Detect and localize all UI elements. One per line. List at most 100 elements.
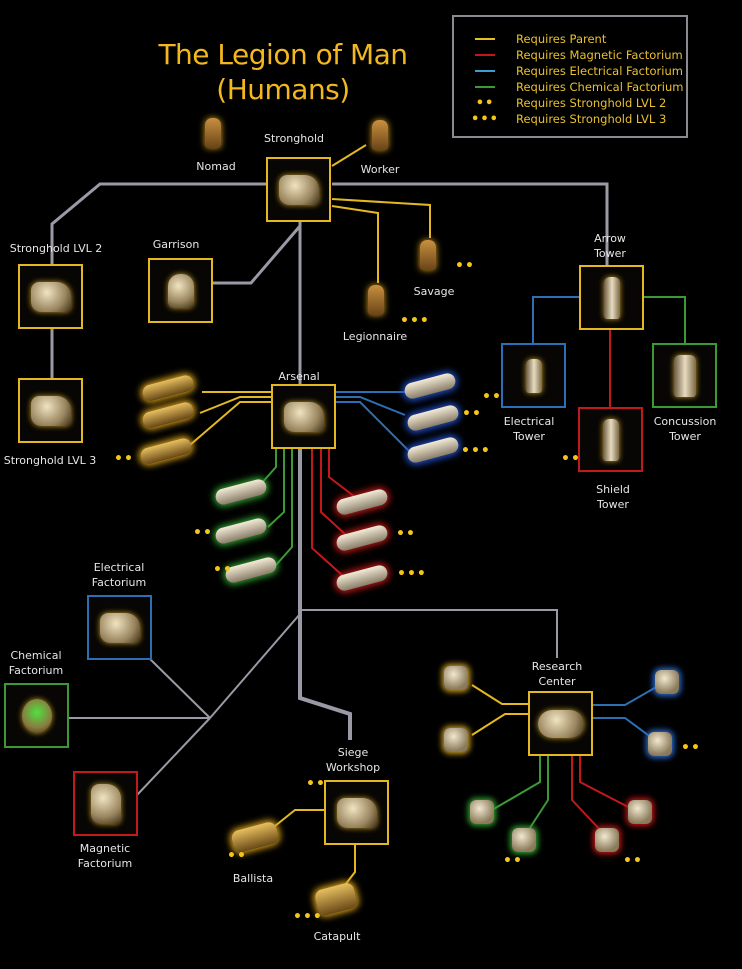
nomad-icon[interactable] [205,118,221,148]
legend-item-magnetic: Requires Magnetic Factorium [454,47,683,63]
label-line: Tower [597,498,629,511]
stronghold-label: Stronghold [263,132,325,145]
title-line-1: The Legion of Man [158,38,408,71]
lvl3-dots-icon: ••• [293,909,323,925]
legend-text: Requires Parent [516,32,607,46]
line-arsenal-item-g3 [275,448,293,566]
line-research [300,609,558,658]
line-arsenal-item-b3 [335,401,411,453]
label-line: Factorium [91,576,147,589]
line-arsenal-siege [298,448,352,740]
label-line: Workshop [325,761,381,774]
stronghold-lvl3-node[interactable] [18,378,83,443]
line-arsenal-item-g2 [267,448,285,528]
line-research-y2 [471,713,528,736]
line-research-g1 [491,755,541,811]
garrison-node[interactable] [148,258,213,323]
siege-workshop-icon [336,797,377,828]
label-line: Center [538,675,576,688]
lvl2-dots-icon: •• [462,406,482,422]
stronghold-lvl2-node[interactable] [18,264,83,329]
line-stronghold-lvl2 [50,182,266,264]
label-line: Factorium [77,857,133,870]
worker-label: Worker [360,163,400,176]
label-line: Research [531,660,583,673]
lvl2-dots-icon: •• [306,776,326,792]
chemical-factorium-icon [21,698,52,733]
concussion-tower-node[interactable] [652,343,717,408]
lvl2-dots-icon: •• [213,562,233,578]
arsenal-label: Arsenal [278,370,320,383]
research-upgrade-y1-icon[interactable] [444,666,468,690]
legend-item-electrical: Requires Electrical Factorium [454,63,683,79]
legend-item-parent: Requires Parent [454,31,606,47]
research-center-node[interactable] [528,691,593,756]
arrow-tower-node[interactable] [579,265,644,330]
worker-icon[interactable] [372,120,388,150]
line-research-b1 [592,685,659,706]
label-line: Chemical [10,649,62,662]
line-arsenal-item-r1 [311,448,343,576]
ballista-label: Ballista [232,872,274,885]
line-electrical-factorium [149,658,211,719]
legend-text: Requires Stronghold LVL 2 [516,96,667,110]
lvl3-dots-icon: ••• [400,313,430,329]
label-line: Magnetic [79,842,131,855]
research-upgrade-b1-icon[interactable] [655,670,679,694]
line-stronghold-arrow [332,182,609,265]
research-upgrade-g2-icon[interactable] [512,828,536,852]
concussion-tower-icon [673,354,696,397]
research-upgrade-r1-icon[interactable] [595,828,619,852]
lvl2-dots-icon: •• [396,526,416,542]
line-research-b2 [592,717,653,739]
line-electrical-tower [532,296,579,343]
siege-workshop-node[interactable] [324,780,389,845]
stronghold-node[interactable] [266,157,331,222]
legionnaire-icon[interactable] [368,285,384,315]
legionnaire-label: Legionnaire [342,330,408,343]
research-upgrade-b2-icon[interactable] [648,732,672,756]
research-upgrade-y2-icon[interactable] [444,728,468,752]
dots-icon: ••• [471,111,499,127]
label-line: Tower [669,430,701,443]
research-center-icon [537,709,584,738]
research-upgrade-g1-icon[interactable] [470,800,494,824]
arsenal-icon [283,401,324,432]
legend-item-lvl3: •••Requires Stronghold LVL 3 [454,111,666,127]
chemical-factorium-node[interactable] [4,683,69,748]
legend-item-lvl2: ••Requires Stronghold LVL 2 [454,95,667,111]
lvl3-dots-icon: ••• [397,566,427,582]
legend-text: Requires Magnetic Factorium [516,48,683,62]
line-worker [331,144,367,167]
lvl3-dots-icon: ••• [461,443,491,459]
savage-icon[interactable] [420,240,436,270]
electrical-tower-node[interactable] [501,343,566,408]
label-line: Concussion [653,415,717,428]
magnetic-factorium-node[interactable] [73,771,138,836]
lvl2-dots-icon: •• [193,525,213,541]
label-line: Electrical [93,561,145,574]
lvl2-dots-icon: •• [455,258,475,274]
legend-item-chemical: Requires Chemical Factorium [454,79,683,95]
electrical-factorium-node[interactable] [87,595,152,660]
line-magnetic-factorium [136,717,211,796]
line-arsenal-item-y3 [189,401,271,446]
label-line: Factorium [8,664,64,677]
green-line-swatch [475,86,495,88]
stronghold-lvl2-icon [30,281,71,312]
line-research-y1 [471,684,528,705]
line-arsenal-item-r2 [320,448,347,536]
research-upgrade-r2-icon[interactable] [628,800,652,824]
shield-tower-icon [602,418,619,461]
title-line-2: (Humans) [216,73,350,106]
stronghold-lvl2-label: Stronghold LVL 2 [9,242,103,255]
arsenal-node[interactable] [271,384,336,449]
line-research-r1 [571,755,605,835]
shield-tower-node[interactable] [578,407,643,472]
line-garrison [212,225,302,285]
